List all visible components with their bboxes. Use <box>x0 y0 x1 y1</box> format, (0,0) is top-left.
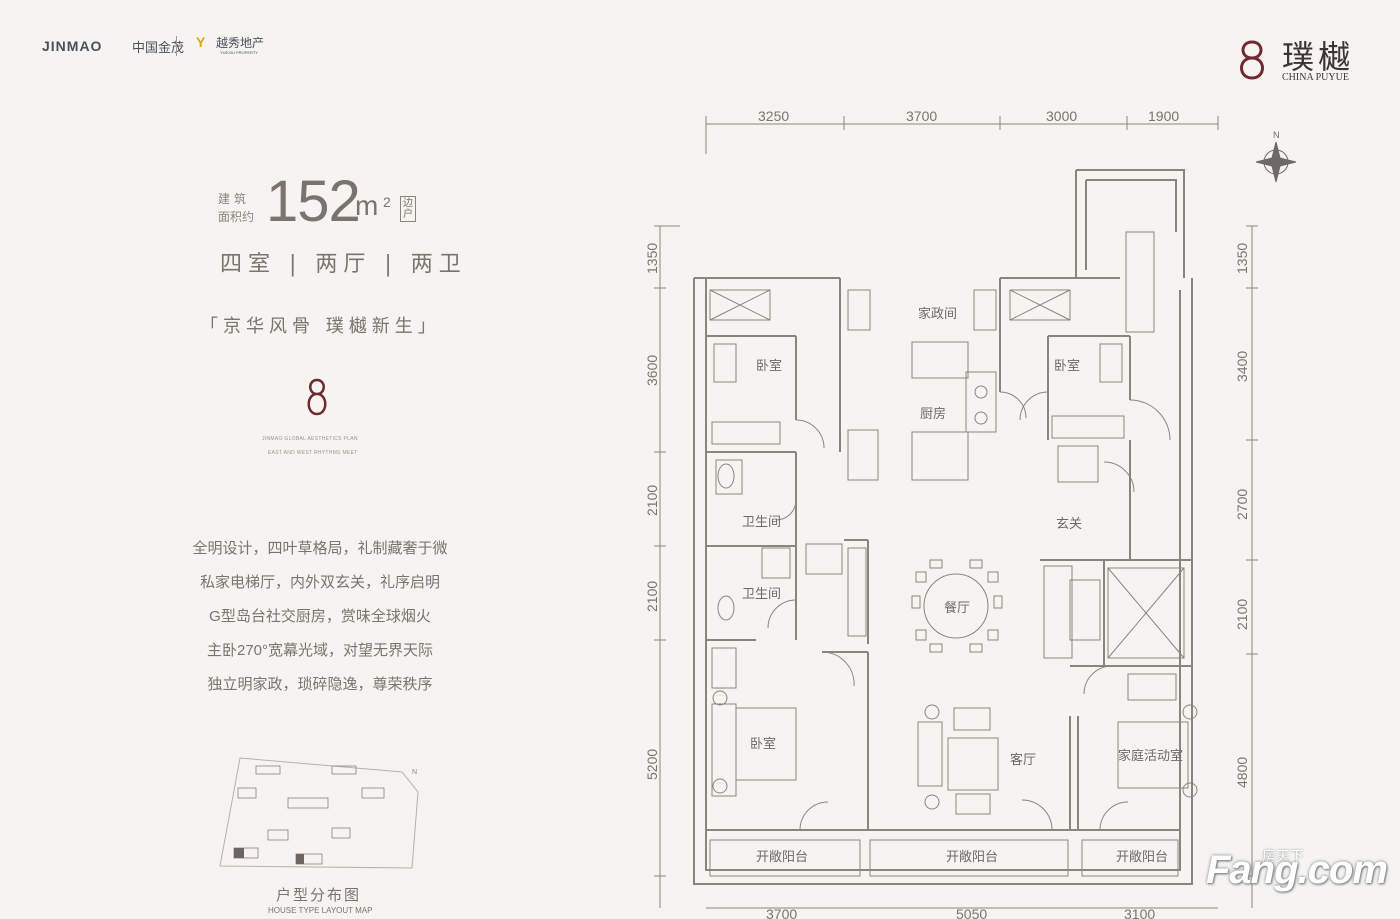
feature-line: 私家电梯厅，内外双玄关，礼序启明 <box>199 574 440 591</box>
area-label-line1: 建筑 <box>218 192 251 206</box>
english-line-2: EAST AND WEST RHYTHMS MEET <box>268 450 358 456</box>
room-foyer: 玄关 <box>1056 516 1082 531</box>
dim-left-3: 2100 <box>644 485 660 516</box>
dim-bottom-1: 3700 <box>766 906 797 919</box>
room-living: 客厅 <box>1010 752 1036 767</box>
dim-top-4: 1900 <box>1148 108 1179 124</box>
feature-line: G型岛台社交厨房，赏味全球烟火 <box>209 608 431 625</box>
dim-right-2: 3400 <box>1234 351 1250 382</box>
brand-subtitle: CHINA PUYUE <box>1282 72 1349 83</box>
door-swings <box>767 391 1171 831</box>
current-unit-marker <box>234 848 244 858</box>
dim-left-1: 1350 <box>644 243 660 274</box>
room-count: 四室 | 两厅 | 两卫 <box>220 252 467 277</box>
dim-left-2: 3600 <box>644 355 660 386</box>
slogan: 「京华风骨 璞樾新生」 <box>200 316 441 337</box>
balcony-railings <box>709 839 1179 877</box>
feature-description: 全明设计，四叶草格局，礼制藏奢于微 私家电梯厅，内外双玄关，礼序启明 G型岛台社… <box>170 532 470 702</box>
dim-top-2: 3700 <box>906 108 937 124</box>
feature-line: 独立明家政，琐碎隐逸，尊荣秩序 <box>207 676 433 693</box>
room-balcony-3: 开敞阳台 <box>1116 849 1168 864</box>
room-balcony-1: 开敞阳台 <box>756 849 808 864</box>
area-label: 建筑 面积约 <box>218 190 258 226</box>
area-label-line2: 面积约 <box>218 210 255 224</box>
brand-title: 璞樾 <box>1282 38 1355 76</box>
watermark: Fang.com <box>1206 848 1388 892</box>
english-line-1: JINMAO GLOBAL AESTHETICS PLAN <box>262 436 358 442</box>
yuexiu-logo: Y 越秀地产 YUEXIU PROPERTY <box>196 34 265 55</box>
area-unit-sup: 2 <box>383 194 391 210</box>
current-unit-marker <box>296 854 304 864</box>
room-bath-1: 卫生间 <box>742 514 781 529</box>
room-family: 家庭活动室 <box>1118 748 1183 763</box>
room-bedroom-tl: 卧室 <box>756 358 782 373</box>
dim-right-1: 1350 <box>1234 243 1250 274</box>
map-north: N <box>412 769 417 776</box>
building-blocks <box>233 765 385 865</box>
house-layout-map: N <box>219 757 419 869</box>
dim-right-4: 2100 <box>1234 599 1250 630</box>
dim-right-3: 2700 <box>1234 489 1250 520</box>
dim-right-5: 4800 <box>1234 757 1250 788</box>
dim-bottom-2: 5050 <box>956 906 987 919</box>
dining-table <box>911 559 1003 653</box>
logo-divider <box>176 36 177 56</box>
room-balcony-2: 开敞阳台 <box>946 849 998 864</box>
dim-left-5: 5200 <box>644 749 660 780</box>
dim-left-4: 2100 <box>644 581 660 612</box>
yuexiu-mark-icon: Y <box>196 34 206 50</box>
yuexiu-name: 越秀地产 <box>216 36 265 50</box>
room-bedroom-bl: 卧室 <box>750 736 776 751</box>
layout-map-subtitle: HOUSE TYPE LAYOUT MAP <box>268 906 373 915</box>
room-dining: 餐厅 <box>944 600 970 615</box>
room-bedroom-tr: 卧室 <box>1054 358 1080 373</box>
area-tag: 边户 <box>400 196 416 222</box>
fixtures <box>709 231 1198 815</box>
dim-bottom-3: 3100 <box>1124 906 1155 919</box>
outer-walls <box>693 169 1193 885</box>
jinmao-logo: JINMAO <box>42 38 103 54</box>
interior-walls <box>706 278 1192 831</box>
room-housekeeping: 家政间 <box>918 306 957 321</box>
room-bath-2: 卫生间 <box>742 586 781 601</box>
puyue-emblem-icon <box>1240 40 1264 80</box>
room-kitchen: 厨房 <box>920 406 946 421</box>
feature-line: 主卧270°宽幕光域，对望无界天际 <box>206 642 434 659</box>
area-value: 152 <box>266 169 361 234</box>
yuexiu-sub: YUEXIU PROPERTY <box>220 50 258 55</box>
jinmao-cn-logo: 中国金茂 <box>132 41 185 56</box>
compass-icon <box>1255 141 1297 183</box>
compass-north: N <box>1273 130 1280 140</box>
dim-top-1: 3250 <box>758 108 789 124</box>
dim-top-3: 3000 <box>1046 108 1077 124</box>
puyue-small-emblem-icon <box>307 378 327 416</box>
layout-map-title: 户型分布图 <box>276 887 362 904</box>
area-unit: m <box>355 190 379 221</box>
watermark-top: 房天下 <box>1262 848 1304 864</box>
feature-line: 全明设计，四叶草格局，礼制藏奢于微 <box>192 540 448 557</box>
